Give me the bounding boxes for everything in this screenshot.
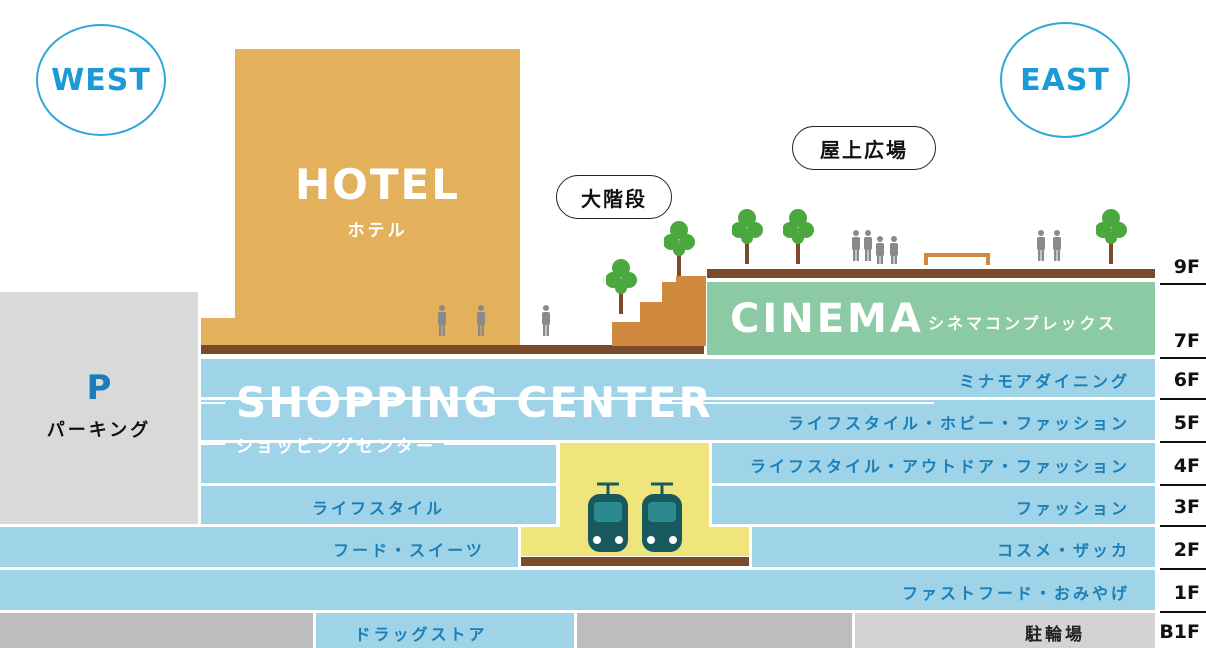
east-compass: EAST (1000, 22, 1130, 138)
tree-icon-roof-1 (732, 209, 763, 264)
b1f-bike-parking (855, 613, 1155, 648)
tram-track (521, 557, 749, 566)
sc-sub-rule-left (201, 443, 225, 445)
floor-label-2f: 2F (1173, 539, 1200, 561)
tree-icon-roof-2 (783, 209, 814, 264)
floor-3f-west (201, 486, 556, 524)
person-icon-roof-5 (1037, 230, 1045, 261)
hotel-annex (201, 318, 241, 345)
person-icon-roof-1 (852, 230, 860, 261)
rooftop-bench (924, 253, 990, 265)
tree-icon-roof-3 (1096, 209, 1127, 264)
person-icon-roof-6 (1053, 230, 1061, 261)
rooftop-plaza-label: 屋上広場 (820, 137, 908, 162)
floor-label-1f: 1F (1173, 582, 1200, 604)
terrace-roof (201, 345, 704, 354)
floor-rule-2f (1160, 568, 1206, 570)
b1f-drugstore (316, 613, 574, 648)
east-label: EAST (1020, 62, 1110, 98)
cinema-block (707, 282, 1155, 355)
person-icon-terrace (542, 305, 550, 336)
floor-label-b1f: B1F (1159, 621, 1200, 643)
west-compass: WEST (36, 24, 166, 136)
zone-4f-lifestyle-outdoor: ライフスタイル・アウトドア・ファッション (749, 457, 1130, 476)
hotel-subtitle: ホテル (347, 221, 408, 241)
floor-label-9f: 9F (1173, 256, 1200, 278)
cinema-subtitle: シネマコンプレックス (928, 314, 1118, 333)
floor-3f-east (712, 486, 1155, 524)
sc-sub-rule-right (444, 443, 556, 445)
hotel-building (235, 49, 520, 345)
zone-5f-lifestyle-hobby: ライフスタイル・ホビー・ファッション (787, 414, 1130, 433)
tram-icon-right (642, 482, 682, 552)
person-icon-roof-2 (864, 230, 872, 261)
tram-station-upper (560, 443, 709, 527)
west-label: WEST (51, 62, 151, 98)
floor-4f-east (712, 443, 1155, 483)
hotel-title: HOTEL (295, 160, 460, 209)
sc-rule-right (662, 402, 934, 404)
floor-1f (0, 570, 1155, 610)
tree-icon-stair-high (664, 221, 695, 276)
tree-icon-stair-low (606, 259, 637, 314)
b1f-west-service (0, 613, 313, 648)
floor-rule-3f (1160, 525, 1206, 527)
floor-label-5f: 5F (1173, 412, 1200, 434)
zone-3f-lifestyle: ライフスタイル (311, 499, 445, 518)
tram-icon-left (588, 482, 628, 552)
floor-rule-7f (1160, 357, 1206, 359)
floor-2f-west (0, 527, 518, 567)
shopping-center-title: SHOPPING CENTER (236, 378, 713, 427)
parking-icon: P (86, 368, 112, 408)
floor-4f-west (201, 443, 556, 483)
rooftop-plaza-bubble: 屋上広場 (792, 126, 936, 170)
grand-staircase-label: 大階段 (581, 186, 647, 211)
grand-staircase-bubble: 大階段 (556, 175, 672, 219)
zone-1f-fastfood: ファストフード・おみやげ (901, 584, 1130, 603)
floor-5f (201, 400, 1155, 440)
grand-staircase (612, 276, 706, 346)
floor-label-4f: 4F (1173, 455, 1200, 477)
shopping-center-subtitle: ショッピングセンター (236, 437, 436, 457)
floor-label-6f: 6F (1173, 369, 1200, 391)
person-icon-hotel-2 (477, 305, 485, 336)
person-icon-roof-3 (876, 236, 884, 264)
zone-6f-dining: ミナモアダイニング (958, 372, 1130, 391)
zone-2f-food-sweets: フード・スイーツ (333, 541, 485, 560)
parking-building (0, 292, 198, 524)
person-icon-roof-4 (890, 236, 898, 264)
parking-label: パーキング (46, 420, 152, 441)
zone-b1f-bike-parking: 駐輪場 (1025, 625, 1085, 645)
floor-rule-6f (1160, 398, 1206, 400)
floor-label-7f: 7F (1173, 330, 1200, 352)
b1f-middle-service (577, 613, 852, 648)
floor-6f-west (201, 359, 1155, 397)
floor-2f-east (752, 527, 1155, 567)
rooftop-deck (707, 269, 1155, 278)
floor-label-3f: 3F (1173, 496, 1200, 518)
cinema-title: CINEMA (730, 296, 924, 342)
floor-rule-9f (1160, 283, 1206, 285)
sc-rule-left (201, 402, 225, 404)
floor-rule-4f (1160, 484, 1206, 486)
tram-station-platform (521, 527, 749, 556)
floor-rule-1f (1160, 611, 1206, 613)
zone-b1f-drugstore: ドラッグストア (354, 625, 488, 644)
zone-3f-fashion: ファッション (1015, 499, 1130, 518)
floor-rule-5f (1160, 441, 1206, 443)
zone-2f-cosme: コスメ・ザッカ (996, 541, 1130, 560)
person-icon-hotel-1 (438, 305, 446, 336)
